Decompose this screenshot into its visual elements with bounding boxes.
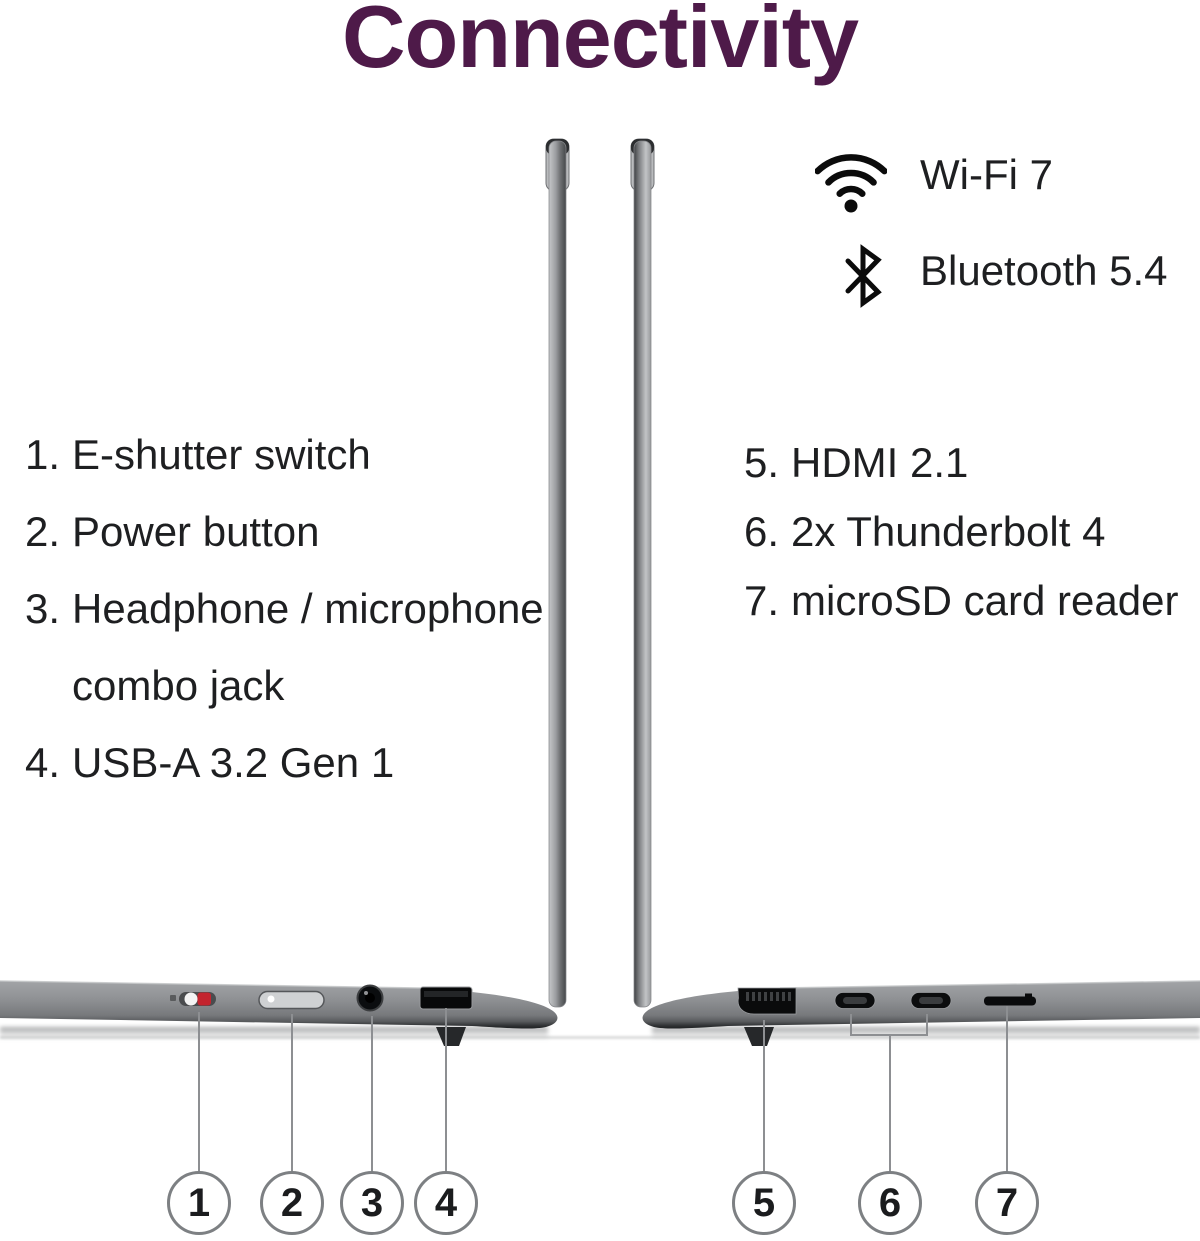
list-item-1: 1. E-shutter switch <box>25 416 595 493</box>
laptop-left-foot <box>436 1027 466 1046</box>
power-button <box>258 990 325 1010</box>
leader-line-6-stub-left <box>850 1014 852 1036</box>
list-item-5: 5. HDMI 2.1 <box>744 428 1194 497</box>
list-item-label: HDMI 2.1 <box>791 439 969 486</box>
page-title: Connectivity <box>341 0 859 86</box>
list-item-label: USB-A 3.2 Gen 1 <box>72 739 395 786</box>
list-item-number: 1. <box>25 431 61 478</box>
bluetooth-label: Bluetooth 5.4 <box>920 247 1168 294</box>
callout-circle-6: 6 <box>858 1171 922 1235</box>
wifi-label: Wi-Fi 7 <box>920 151 1053 198</box>
usb-a-port <box>419 986 473 1010</box>
list-item-label: 2x Thunderbolt 4 <box>791 508 1106 555</box>
list-item-label: Power button <box>72 508 320 555</box>
e-shutter-switch <box>170 992 216 1006</box>
thunderbolt-port-2 <box>910 992 952 1009</box>
callout-circle-3: 3 <box>340 1171 404 1235</box>
microsd-slot <box>984 993 1036 1006</box>
leader-line-2 <box>291 1014 293 1172</box>
laptop-left-side-view <box>0 138 570 1046</box>
leader-line-6 <box>889 1034 891 1172</box>
list-item-number: 3. <box>25 585 61 632</box>
wifi-icon <box>815 154 887 213</box>
port-list-right: 5. HDMI 2.1 6. 2x Thunderbolt 4 7. micro… <box>744 428 1194 635</box>
leader-line-7 <box>1006 1006 1008 1172</box>
laptop-left-screen-edge <box>545 138 570 1008</box>
callout-circle-1: 1 <box>167 1171 231 1235</box>
list-item-3: 3. Headphone / microphone combo jack <box>25 570 595 724</box>
leader-line-4 <box>445 1008 447 1172</box>
list-item-label: microSD card reader <box>791 577 1179 624</box>
list-item-4: 4. USB-A 3.2 Gen 1 <box>25 724 595 801</box>
leader-line-1 <box>198 1012 200 1172</box>
list-item-number: 2. <box>25 508 61 555</box>
leader-line-5 <box>763 1020 765 1172</box>
hdmi-port <box>737 987 797 1015</box>
list-item-label: E-shutter switch <box>72 431 371 478</box>
callout-circle-7: 7 <box>975 1171 1039 1235</box>
laptop-right-screen-edge <box>630 138 655 1008</box>
list-item-number: 4. <box>25 739 61 786</box>
list-item-number: 7. <box>744 577 780 624</box>
thunderbolt-port-1 <box>834 992 876 1009</box>
ground-shadow-line <box>0 1036 1200 1039</box>
list-item-2: 2. Power button <box>25 493 595 570</box>
list-item-7: 7. microSD card reader <box>744 566 1194 635</box>
list-item-6: 6. 2x Thunderbolt 4 <box>744 497 1194 566</box>
laptop-right-side-view <box>630 138 1200 1046</box>
callout-circle-4: 4 <box>414 1171 478 1235</box>
leader-line-3 <box>371 1016 373 1172</box>
headphone-jack-port <box>356 984 384 1012</box>
list-item-label: Headphone / microphone combo jack <box>72 585 544 709</box>
left-base-shadow <box>0 1027 548 1040</box>
bluetooth-icon <box>845 244 882 308</box>
callout-circle-5: 5 <box>732 1171 796 1235</box>
callout-circle-2: 2 <box>260 1171 324 1235</box>
leader-line-6-stub-right <box>926 1014 928 1036</box>
laptop-right-foot <box>744 1027 774 1046</box>
list-item-number: 6. <box>744 508 780 555</box>
list-item-number: 5. <box>744 439 780 486</box>
port-list-left: 1. E-shutter switch 2. Power button 3. H… <box>25 416 595 801</box>
